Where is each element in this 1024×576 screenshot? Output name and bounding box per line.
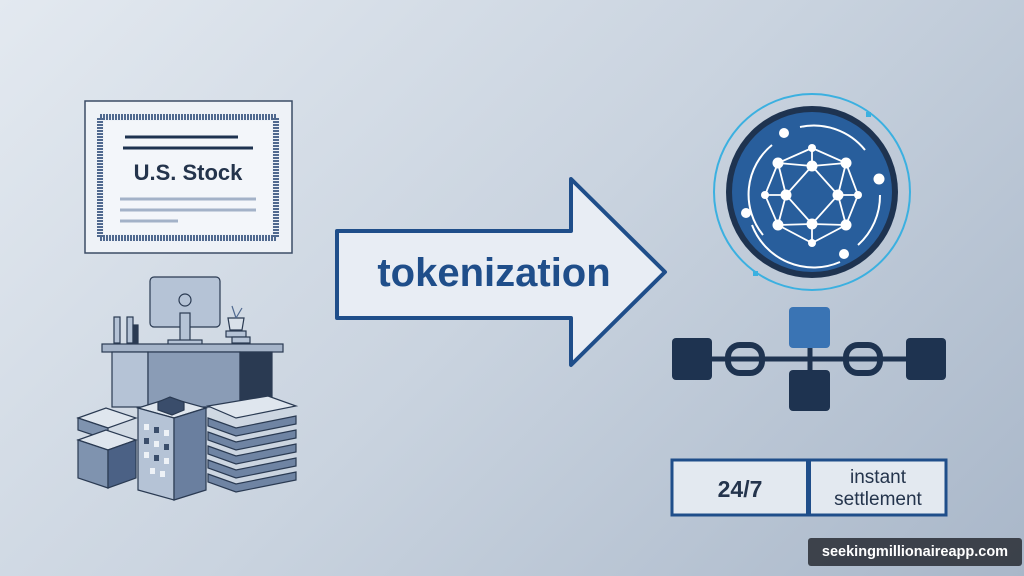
tokenization-arrow: tokenization [335, 177, 667, 367]
feature-settlement: settlement [834, 489, 922, 510]
token-network-icon [713, 93, 911, 291]
feature-24-7: 24/7 [718, 476, 763, 502]
arrow-label: tokenization [377, 251, 610, 295]
watermark: seekingmillionaireapp.com [808, 538, 1022, 566]
stock-certificate: U.S. Stock [84, 100, 293, 254]
feature-box: 24/7 instant settlement [670, 458, 948, 517]
feature-instant: instant [850, 467, 907, 488]
blockchain-icon [672, 307, 946, 411]
certificate-title: U.S. Stock [134, 160, 244, 185]
office-buildings-icon [76, 276, 299, 501]
